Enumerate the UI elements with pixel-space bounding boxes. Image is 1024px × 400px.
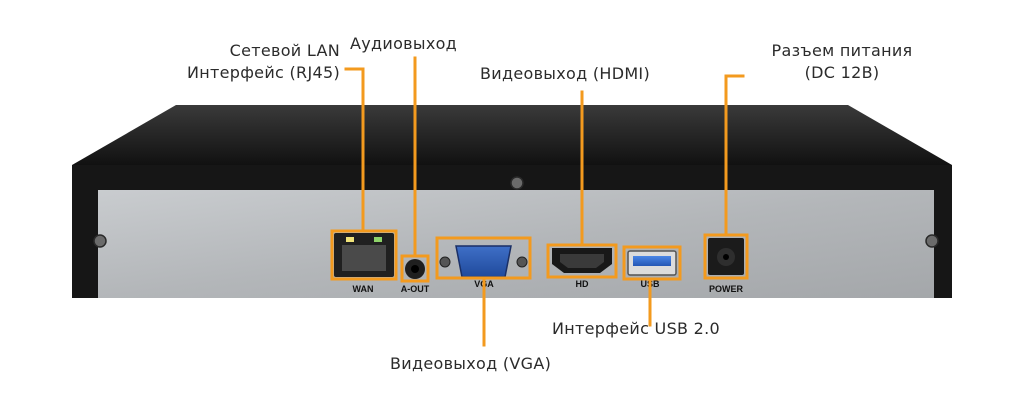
port-hdmi bbox=[552, 248, 612, 273]
leader-power bbox=[724, 74, 745, 237]
callout-hdmi-label: Видеовыход (HDMI) bbox=[480, 64, 650, 83]
callout-lan: Сетевой LAN Интерфейс (RJ45) bbox=[150, 40, 340, 84]
callout-power: Разъем питания (DC 12В) bbox=[752, 40, 932, 84]
dvr-chassis bbox=[72, 105, 952, 298]
chassis-top-cover bbox=[72, 105, 952, 165]
panel-label-wan: WAN bbox=[353, 284, 374, 294]
callout-lan-line2: Интерфейс (RJ45) bbox=[186, 63, 340, 82]
port-audio-out bbox=[405, 259, 425, 279]
callout-audio: Аудиовыход bbox=[350, 33, 457, 55]
screw-left bbox=[93, 234, 107, 248]
panel-label-aout: A-OUT bbox=[401, 284, 430, 294]
callout-power-line1: Разъем питания bbox=[771, 41, 913, 60]
highlight-usb bbox=[622, 245, 682, 281]
port-power bbox=[708, 238, 744, 275]
panel-label-hd: HD bbox=[576, 279, 589, 289]
port-usb bbox=[627, 250, 677, 276]
callout-audio-label: Аудиовыход bbox=[350, 34, 458, 53]
panel-label-power: POWER bbox=[709, 284, 744, 294]
port-wan bbox=[334, 233, 394, 277]
callout-power-line2: (DC 12В) bbox=[804, 63, 880, 82]
callout-usb: Интерфейс USB 2.0 bbox=[552, 318, 720, 340]
callout-usb-label: Интерфейс USB 2.0 bbox=[552, 319, 721, 338]
chassis-rear-panel bbox=[98, 190, 934, 298]
screw-top bbox=[510, 176, 524, 190]
callout-hdmi: Видеовыход (HDMI) bbox=[480, 63, 650, 85]
callout-lan-line1: Сетевой LAN bbox=[229, 41, 340, 60]
callout-vga-label: Видеовыход (VGA) bbox=[390, 354, 552, 373]
screw-right bbox=[925, 234, 939, 248]
leader-lan bbox=[344, 67, 365, 233]
callout-vga: Видеовыход (VGA) bbox=[390, 353, 551, 375]
